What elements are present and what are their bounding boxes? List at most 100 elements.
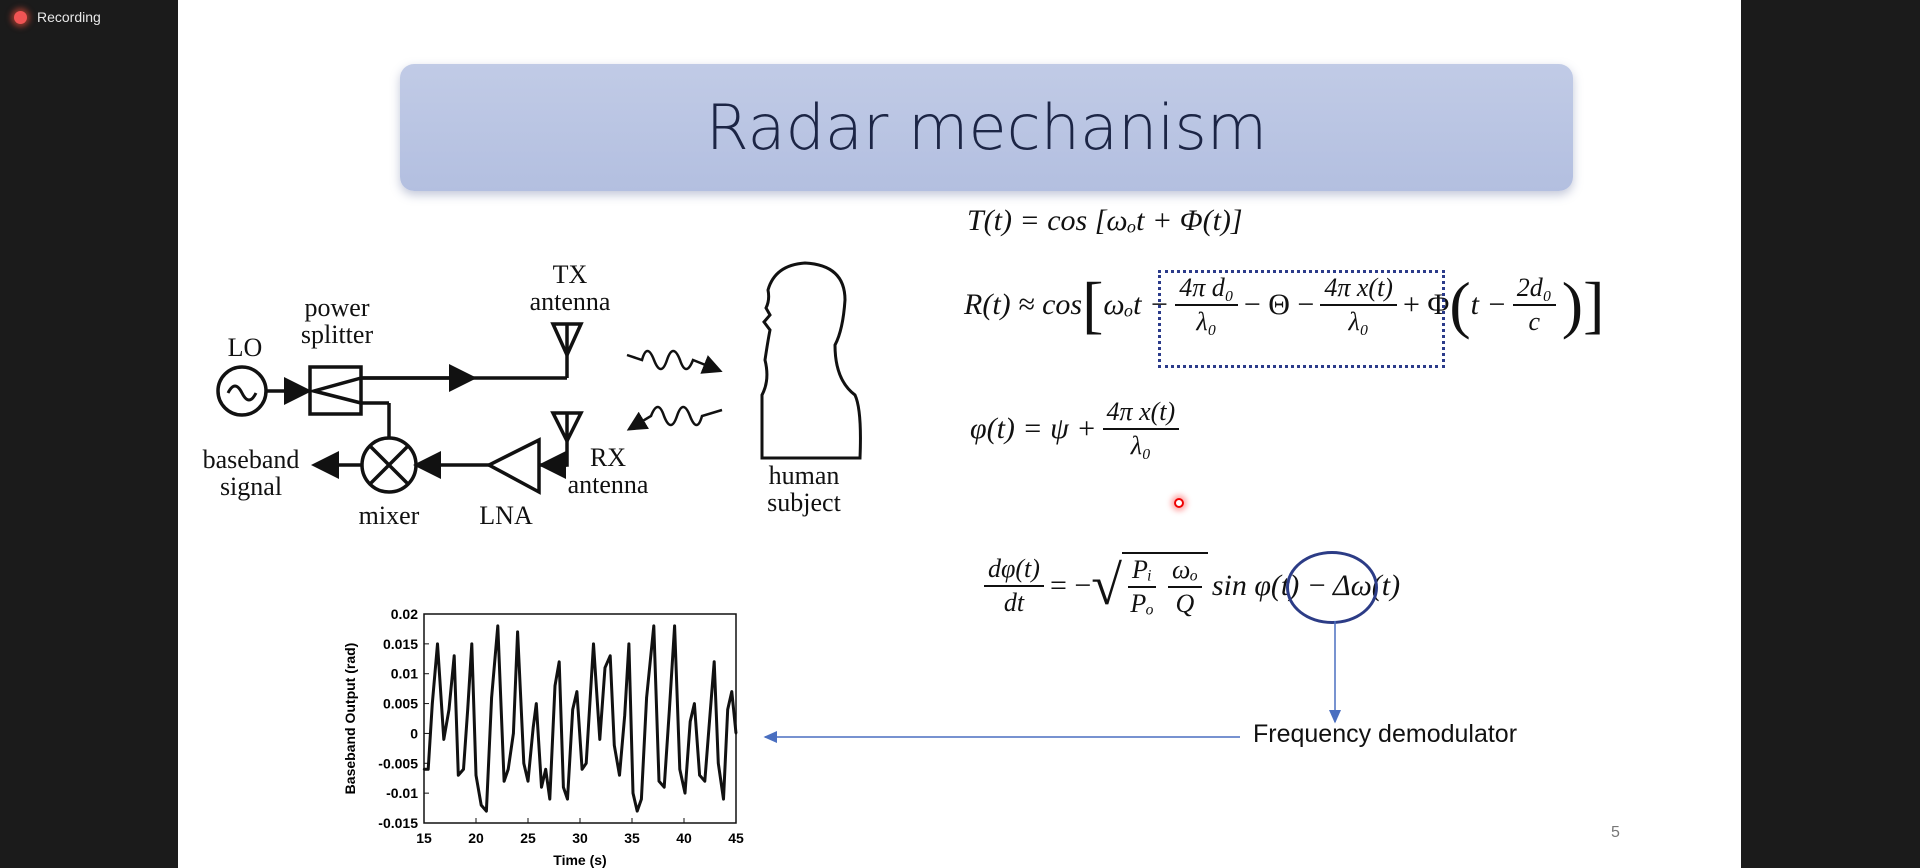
x-tick-label: 30 [572, 830, 588, 846]
data-point [447, 708, 451, 711]
data-point [618, 774, 621, 777]
data-point [730, 690, 734, 693]
data-point [585, 762, 588, 765]
data-point [603, 666, 607, 669]
transmitted-wave-icon [626, 349, 723, 374]
reflected-wave-icon [626, 405, 723, 431]
equation-phase: φ(t) = ψ + 4π x(t)λ₀ [970, 396, 1185, 462]
data-point [683, 791, 687, 795]
r-f2-den: λ₀ [1348, 307, 1369, 336]
data-point [580, 768, 584, 771]
data-point [462, 768, 465, 771]
radar-block-diagram: LO power splitter TX antenna RX antenna … [203, 260, 862, 530]
data-point [698, 774, 701, 777]
data-point [712, 660, 716, 663]
equation-transmit-text: T(t) = cos [ωₒt + Φ(t)] [967, 204, 1243, 237]
data-point [544, 768, 547, 771]
slide-title: Radar mechanism [705, 91, 1268, 164]
data-point [470, 642, 474, 646]
slide: Radar mechanism LO [178, 0, 1741, 868]
data-point [613, 744, 616, 747]
r-f2-num: 4π x(t) [1320, 272, 1397, 306]
frequency-demodulator-label: Frequency demodulator [1253, 720, 1518, 748]
lo-label: LO [228, 333, 263, 362]
data-point [640, 797, 643, 801]
r-t: t − [1470, 288, 1507, 321]
data-point [566, 797, 569, 801]
rx-label-1: RX [590, 443, 626, 472]
pi-num: Pᵢ [1128, 554, 1157, 588]
data-point [452, 654, 456, 657]
data-point [457, 774, 460, 777]
r-phi: + Φ [1402, 288, 1450, 321]
data-point [431, 702, 434, 705]
data-point [631, 791, 635, 795]
data-point [678, 768, 682, 771]
data-point [553, 684, 557, 687]
y-tick-label: -0.005 [378, 755, 418, 771]
data-point [522, 762, 526, 765]
y-tick-label: -0.01 [386, 785, 418, 801]
data-point [663, 785, 666, 789]
data-point [598, 738, 601, 741]
lna-amplifier-icon [485, 437, 541, 495]
data-point [422, 768, 426, 771]
data-point [540, 785, 543, 789]
data-point [673, 624, 676, 628]
recording-label: Recording [37, 9, 101, 25]
x-tick-label: 15 [416, 830, 432, 846]
highlight-box [1158, 270, 1445, 368]
power-splitter-label-1: power [305, 293, 370, 322]
data-point [502, 780, 506, 783]
data-point [516, 630, 519, 634]
wo-num: ωₒ [1168, 554, 1202, 588]
tx-label-1: TX [553, 260, 588, 289]
x-tick-label: 40 [676, 830, 692, 846]
data-point [426, 768, 430, 771]
data-point [548, 797, 552, 801]
data-point [480, 803, 483, 807]
data-point [466, 708, 469, 711]
data-point [526, 780, 530, 783]
recording-dot-icon [14, 10, 27, 24]
data-point [575, 690, 579, 693]
data-point [608, 654, 612, 657]
phi-lhs: φ(t) = ψ + [970, 412, 1097, 445]
data-point [436, 642, 439, 646]
data-point [507, 768, 510, 771]
data-point [571, 708, 574, 711]
mixer-label: mixer [359, 501, 420, 530]
r-lhs: R(t) ≈ cos [964, 288, 1083, 321]
cursor-pointer-icon [1174, 498, 1184, 508]
human-head-icon [760, 261, 862, 460]
data-point [490, 696, 493, 699]
y-tick-label: 0.01 [391, 666, 418, 682]
lna-label: LNA [479, 501, 533, 530]
data-point [627, 642, 631, 646]
data-point [623, 714, 626, 717]
baseband-label-2: signal [220, 472, 282, 501]
data-point [722, 797, 725, 801]
x-tick-label: 45 [728, 830, 744, 846]
tx-antenna-icon [550, 322, 584, 360]
data-point [562, 785, 565, 789]
data-point [592, 642, 595, 646]
r-f1-num: 4π d₀ [1175, 272, 1238, 306]
data-point [474, 774, 478, 777]
baseband-label-1: baseband [203, 445, 300, 474]
equation-transmit: T(t) = cos [ωₒt + Φ(t)] [967, 204, 1243, 238]
q-den: Q [1175, 589, 1195, 618]
data-point [532, 726, 535, 729]
po-den: Pₒ [1130, 589, 1154, 618]
data-point [442, 738, 445, 741]
x-axis-label: Time (s) [553, 852, 606, 868]
y-tick-label: 0.02 [391, 606, 418, 622]
data-point [558, 660, 561, 663]
data-point [512, 732, 515, 735]
connector-arrows [763, 621, 1341, 743]
y-axis-label: Baseband Output (rad) [342, 643, 358, 795]
power-splitter-label-2: splitter [301, 320, 374, 349]
baseband-series-line [424, 624, 738, 813]
data-point [496, 624, 500, 628]
r-theta: − Θ − [1243, 288, 1315, 321]
